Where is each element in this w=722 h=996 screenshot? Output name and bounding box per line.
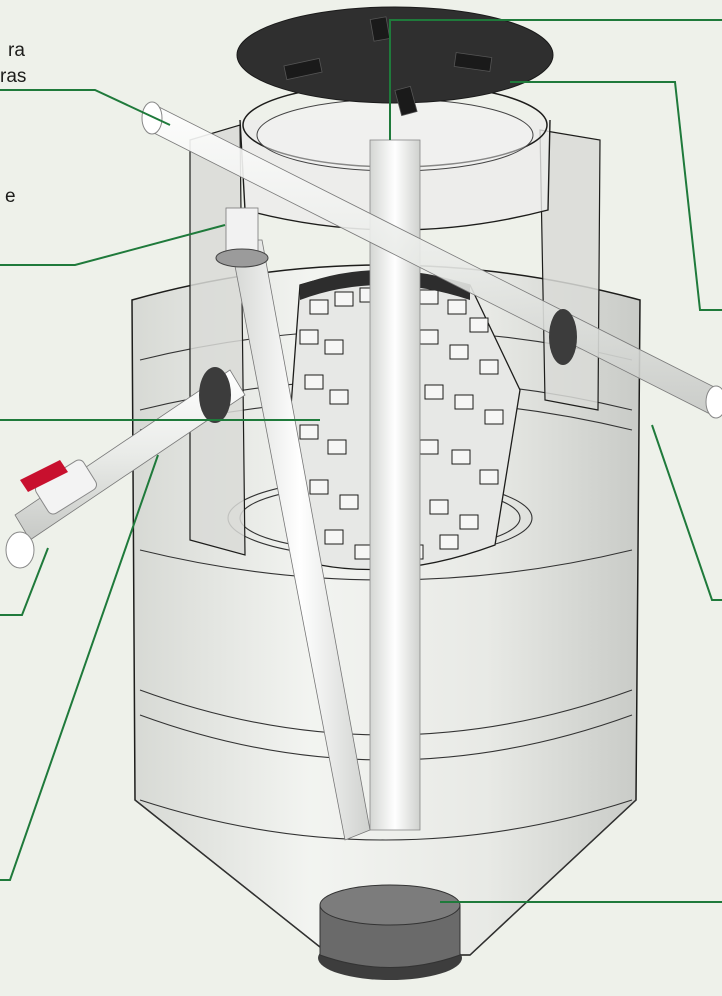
leader-line-lid-right [510,81,722,311]
label-fragment-1: ra [8,40,25,61]
sludge-pipe [215,207,371,841]
label-fragment-3: e [5,186,16,207]
bottom-cap [318,884,462,980]
drain-valve [5,459,97,569]
tank-lid [236,6,554,117]
leader-line-valve [0,547,49,616]
leader-lines [0,19,722,903]
leader-line-inlet [0,89,171,126]
leader-line-body [651,424,722,601]
leader-line-lid-top [389,19,722,140]
label-fragment-2: ras [0,66,27,87]
leader-line-vent [0,224,226,266]
inlet-pipe [141,101,722,419]
leader-line-outlet [0,454,159,881]
